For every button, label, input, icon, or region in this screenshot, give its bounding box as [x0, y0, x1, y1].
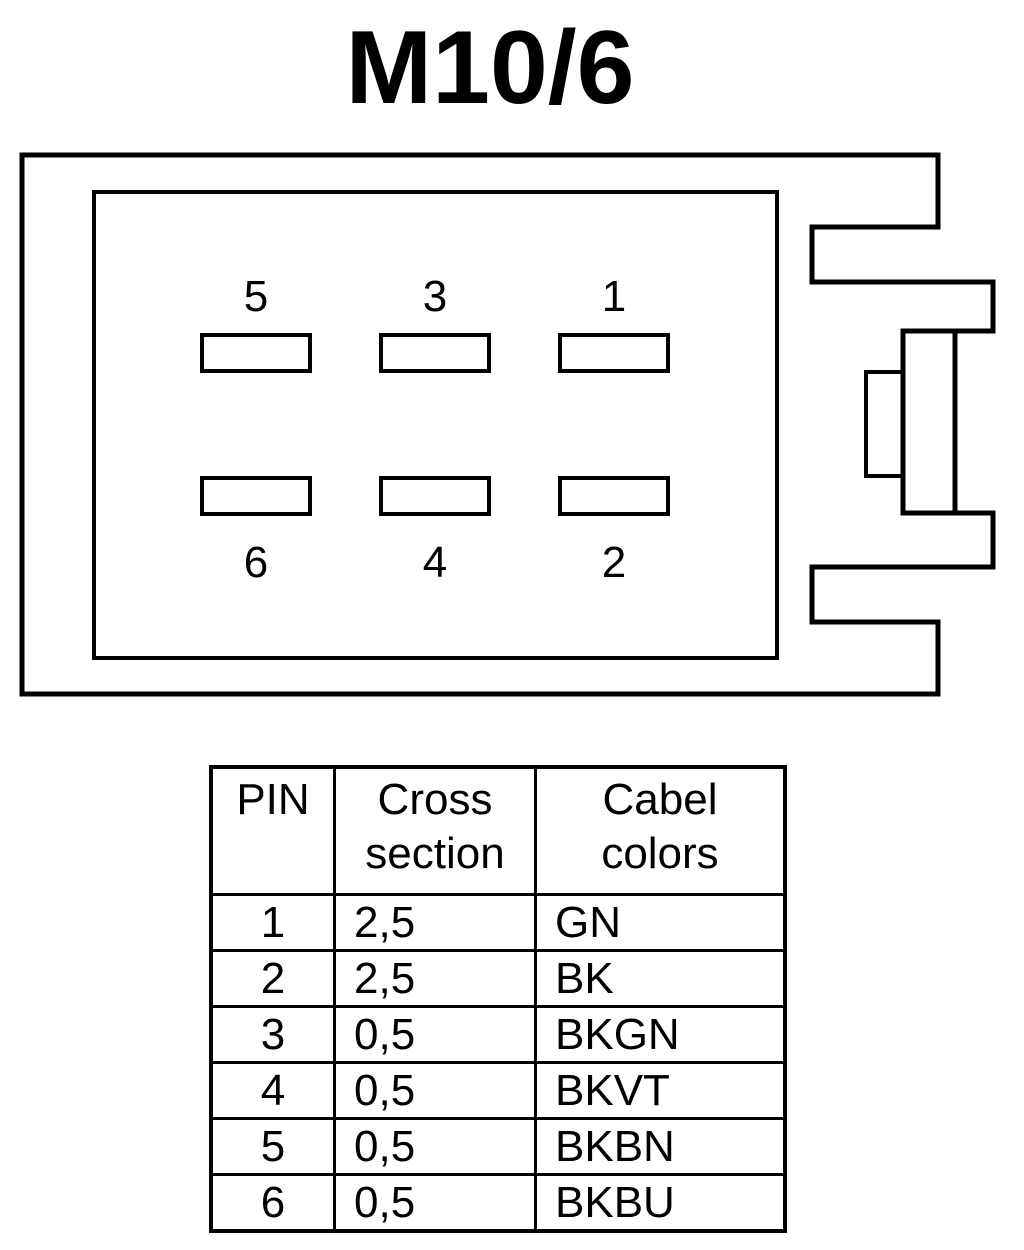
pin-label-2: 2 — [602, 538, 626, 587]
table-row: 4 0,5 BKVT — [209, 1061, 787, 1120]
cell-pin: 5 — [209, 1117, 336, 1176]
cell-color: GN — [534, 893, 787, 952]
pin-slot-2 — [558, 476, 670, 516]
cell-cross-section: 2,5 — [333, 949, 537, 1008]
header-pin-label: PIN — [236, 775, 310, 824]
cell-pin: 3 — [209, 1005, 336, 1064]
cell-cross-section: 0,5 — [333, 1005, 537, 1064]
cell-color: BKBU — [534, 1173, 787, 1233]
cell-cross-section: 0,5 — [333, 1173, 537, 1233]
cell-pin: 4 — [209, 1061, 336, 1120]
table-row: 5 0,5 BKBN — [209, 1117, 787, 1176]
table-row: 3 0,5 BKGN — [209, 1005, 787, 1064]
header-cross-line1: Cross — [377, 775, 493, 824]
pin-slot-4 — [379, 476, 491, 516]
pin-label-6: 6 — [244, 538, 268, 587]
header-cross-section: Cross section — [333, 765, 537, 896]
pin-label-3: 3 — [423, 272, 447, 321]
pin-label-4: 4 — [423, 538, 447, 587]
cell-cross-section: 0,5 — [333, 1061, 537, 1120]
pin-slot-3 — [379, 333, 491, 373]
cell-color: BK — [534, 949, 787, 1008]
connector-diagram: M10/6 5 3 1 6 4 2 — [19, 10, 996, 697]
pin-label-5: 5 — [244, 272, 268, 321]
table-header-row: PIN Cross section Cabel colors — [209, 765, 787, 896]
pin-slot-1 — [558, 333, 670, 373]
pin-slot-6 — [200, 476, 312, 516]
table-row: 6 0,5 BKBU — [209, 1173, 787, 1233]
cell-pin: 2 — [209, 949, 336, 1008]
header-color-line1: Cabel — [602, 775, 718, 824]
header-cable-colors: Cabel colors — [534, 765, 787, 896]
cell-color: BKVT — [534, 1061, 787, 1120]
pin-label-1: 1 — [602, 272, 626, 321]
table-row: 2 2,5 BK — [209, 949, 787, 1008]
connector-title: M10/6 — [345, 10, 634, 126]
cell-pin: 1 — [209, 893, 336, 952]
cell-cross-section: 0,5 — [333, 1117, 537, 1176]
cell-cross-section: 2,5 — [333, 893, 537, 952]
pin-slot-5 — [200, 333, 312, 373]
header-pin: PIN — [209, 765, 336, 896]
cell-pin: 6 — [209, 1173, 336, 1233]
cell-color: BKGN — [534, 1005, 787, 1064]
latch-tab — [864, 370, 905, 478]
connector-housing — [19, 152, 996, 697]
cell-color: BKBN — [534, 1117, 787, 1176]
pin-assignment-table: PIN Cross section Cabel colors 1 2,5 GN … — [209, 765, 787, 1233]
header-cross-line2: section — [365, 829, 505, 878]
table-row: 1 2,5 GN — [209, 893, 787, 952]
header-color-line2: colors — [601, 829, 719, 878]
connector-face — [92, 190, 779, 660]
